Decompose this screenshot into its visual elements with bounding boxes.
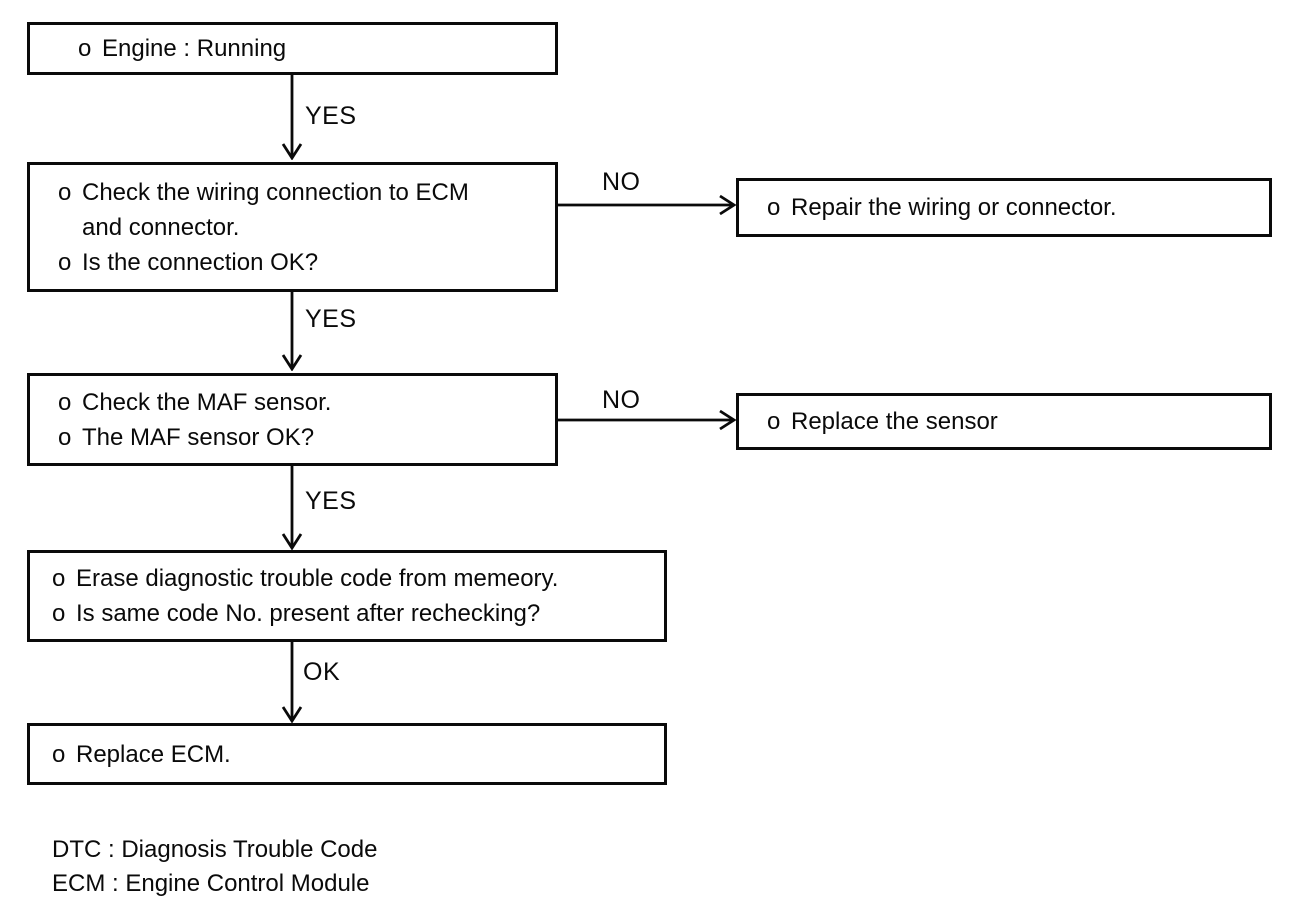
bullet-marker: o: [52, 565, 66, 592]
edge-label-yes: YES: [305, 305, 357, 333]
node-text: and connector.: [82, 213, 240, 241]
node-text: Engine : Running: [102, 35, 287, 62]
abbreviation-legend: DTC : Diagnosis Trouble Code ECM : Engin…: [52, 833, 377, 901]
node-text: Is same code No. present after recheckin…: [76, 600, 541, 627]
node-engine-running: o Engine : Running: [27, 22, 558, 75]
node-line: o Is same code No. present after recheck…: [30, 596, 664, 631]
node-text: Repair the wiring or connector.: [791, 194, 1117, 221]
bullet-marker: o: [767, 408, 781, 435]
node-replace-ecm: o Replace ECM.: [27, 723, 667, 785]
node-text: Replace ECM.: [76, 740, 231, 768]
bullet-marker: o: [767, 194, 781, 221]
node-text: Check the MAF sensor.: [82, 388, 332, 416]
bullet-marker: o: [58, 423, 72, 451]
edge-label-yes: YES: [305, 487, 357, 515]
bullet-marker: o: [58, 388, 72, 416]
node-repair-wiring: o Repair the wiring or connector.: [736, 178, 1272, 237]
node-text: Is the connection OK?: [82, 248, 319, 276]
node-line: o Check the MAF sensor.: [30, 385, 555, 420]
right-arrow-icon: [558, 409, 736, 431]
edge-label-ok: OK: [303, 658, 341, 686]
right-arrow-icon: [558, 194, 736, 216]
node-line: o Check the wiring connection to ECM: [30, 175, 555, 210]
node-line: o Replace the sensor: [739, 404, 1269, 439]
node-text: Erase diagnostic trouble code from memeo…: [76, 565, 559, 592]
node-line: o Repair the wiring or connector.: [739, 190, 1269, 225]
node-line: o The MAF sensor OK?: [30, 420, 555, 455]
bullet-marker: o: [58, 178, 72, 206]
bullet-marker: o: [78, 35, 92, 62]
node-line: o Erase diagnostic trouble code from mem…: [30, 561, 664, 596]
down-arrow-icon: [281, 641, 303, 723]
node-erase-dtc: o Erase diagnostic trouble code from mem…: [27, 550, 667, 642]
node-line: o Is the connection OK?: [30, 245, 555, 280]
down-arrow-icon: [281, 75, 303, 160]
bullet-marker: o: [52, 600, 66, 627]
node-text: Check the wiring connection to ECM: [82, 178, 469, 206]
legend-line-ecm: ECM : Engine Control Module: [52, 870, 370, 897]
node-check-maf-sensor: o Check the MAF sensor. o The MAF sensor…: [27, 373, 558, 466]
bullet-marker: o: [58, 248, 72, 276]
legend-line-dtc: DTC : Diagnosis Trouble Code: [52, 836, 378, 863]
edge-label-no: NO: [602, 386, 641, 414]
bullet-marker: o: [52, 740, 66, 768]
edge-label-yes: YES: [305, 102, 357, 130]
node-replace-sensor: o Replace the sensor: [736, 393, 1272, 450]
down-arrow-icon: [281, 292, 303, 371]
node-line: and connector.: [30, 210, 555, 245]
node-check-wiring: o Check the wiring connection to ECM and…: [27, 162, 558, 292]
down-arrow-icon: [281, 466, 303, 550]
node-text: Replace the sensor: [791, 408, 998, 435]
edge-label-no: NO: [602, 168, 641, 196]
node-line: o Replace ECM.: [30, 737, 664, 772]
node-line: o Engine : Running: [30, 31, 555, 66]
node-text: The MAF sensor OK?: [82, 423, 315, 451]
